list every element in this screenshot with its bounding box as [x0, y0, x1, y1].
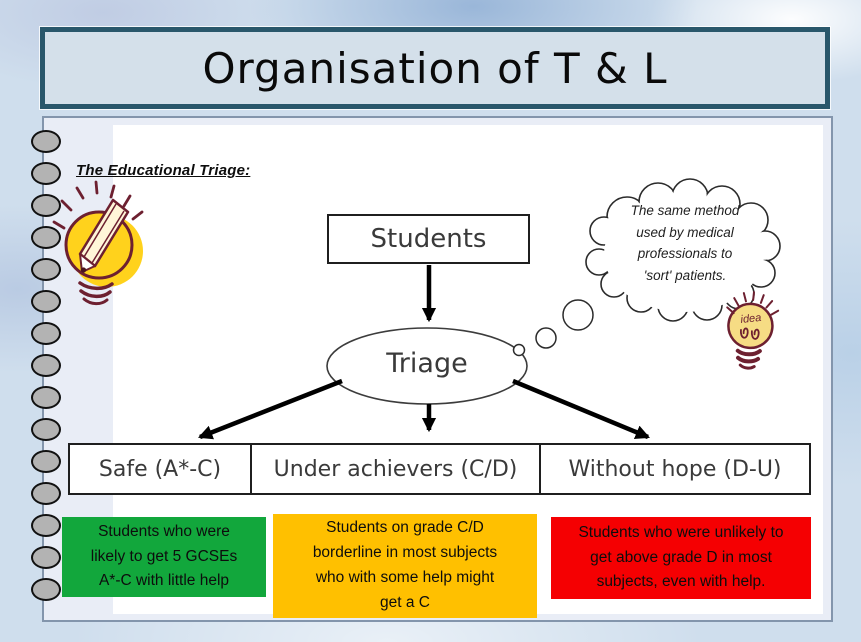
binding-hole [31, 354, 61, 377]
flow-arrows [197, 265, 650, 440]
thought-bubble-text: The same method used by medical professi… [630, 203, 740, 283]
category-cell-under-achievers: Under achievers (C/D) [252, 445, 541, 493]
binding-hole [31, 386, 61, 409]
outcome-box-safe: Students who were likely to get 5 GCSEs … [62, 517, 266, 597]
binding-hole [31, 418, 61, 441]
binding-hole [31, 226, 61, 249]
section-heading: The Educational Triage: [76, 162, 251, 179]
title-banner: Organisation of T & L [40, 27, 830, 109]
binding-hole [31, 194, 61, 217]
binding-hole [31, 450, 61, 473]
slide-title: Organisation of T & L [202, 43, 668, 93]
arrow-triage-to-safe [197, 378, 343, 440]
binding-hole [31, 130, 61, 153]
triage-label: Triage [386, 348, 468, 379]
binding-hole [31, 258, 61, 281]
thought-cloud-fill [587, 180, 779, 320]
arrow-triage-to-without-hope [512, 378, 650, 440]
binding-hole [31, 482, 61, 505]
outcome-box-borderline: Students on grade C/D borderline in most… [273, 514, 537, 618]
outcome-box-without-hope: Students who were unlikely to get above … [551, 517, 811, 599]
category-cell-without-hope: Without hope (D-U) [568, 456, 782, 482]
thought-trail [512, 299, 594, 357]
category-cell-safe: Safe (A*-C) [70, 445, 252, 493]
idea-bulb-label: idea [740, 312, 762, 326]
binding-hole [31, 162, 61, 185]
idea-lightbulb-icon: idea [726, 291, 780, 370]
binding-hole [31, 546, 61, 569]
category-row: Safe (A*-C) Under achievers (C/D) Withou… [68, 443, 811, 495]
binding-hole [31, 514, 61, 537]
binding-hole [31, 290, 61, 313]
binding-hole [31, 578, 61, 601]
binding-hole [31, 322, 61, 345]
pencil-lightbulb-icon [52, 180, 144, 306]
students-node: Students [327, 214, 530, 264]
